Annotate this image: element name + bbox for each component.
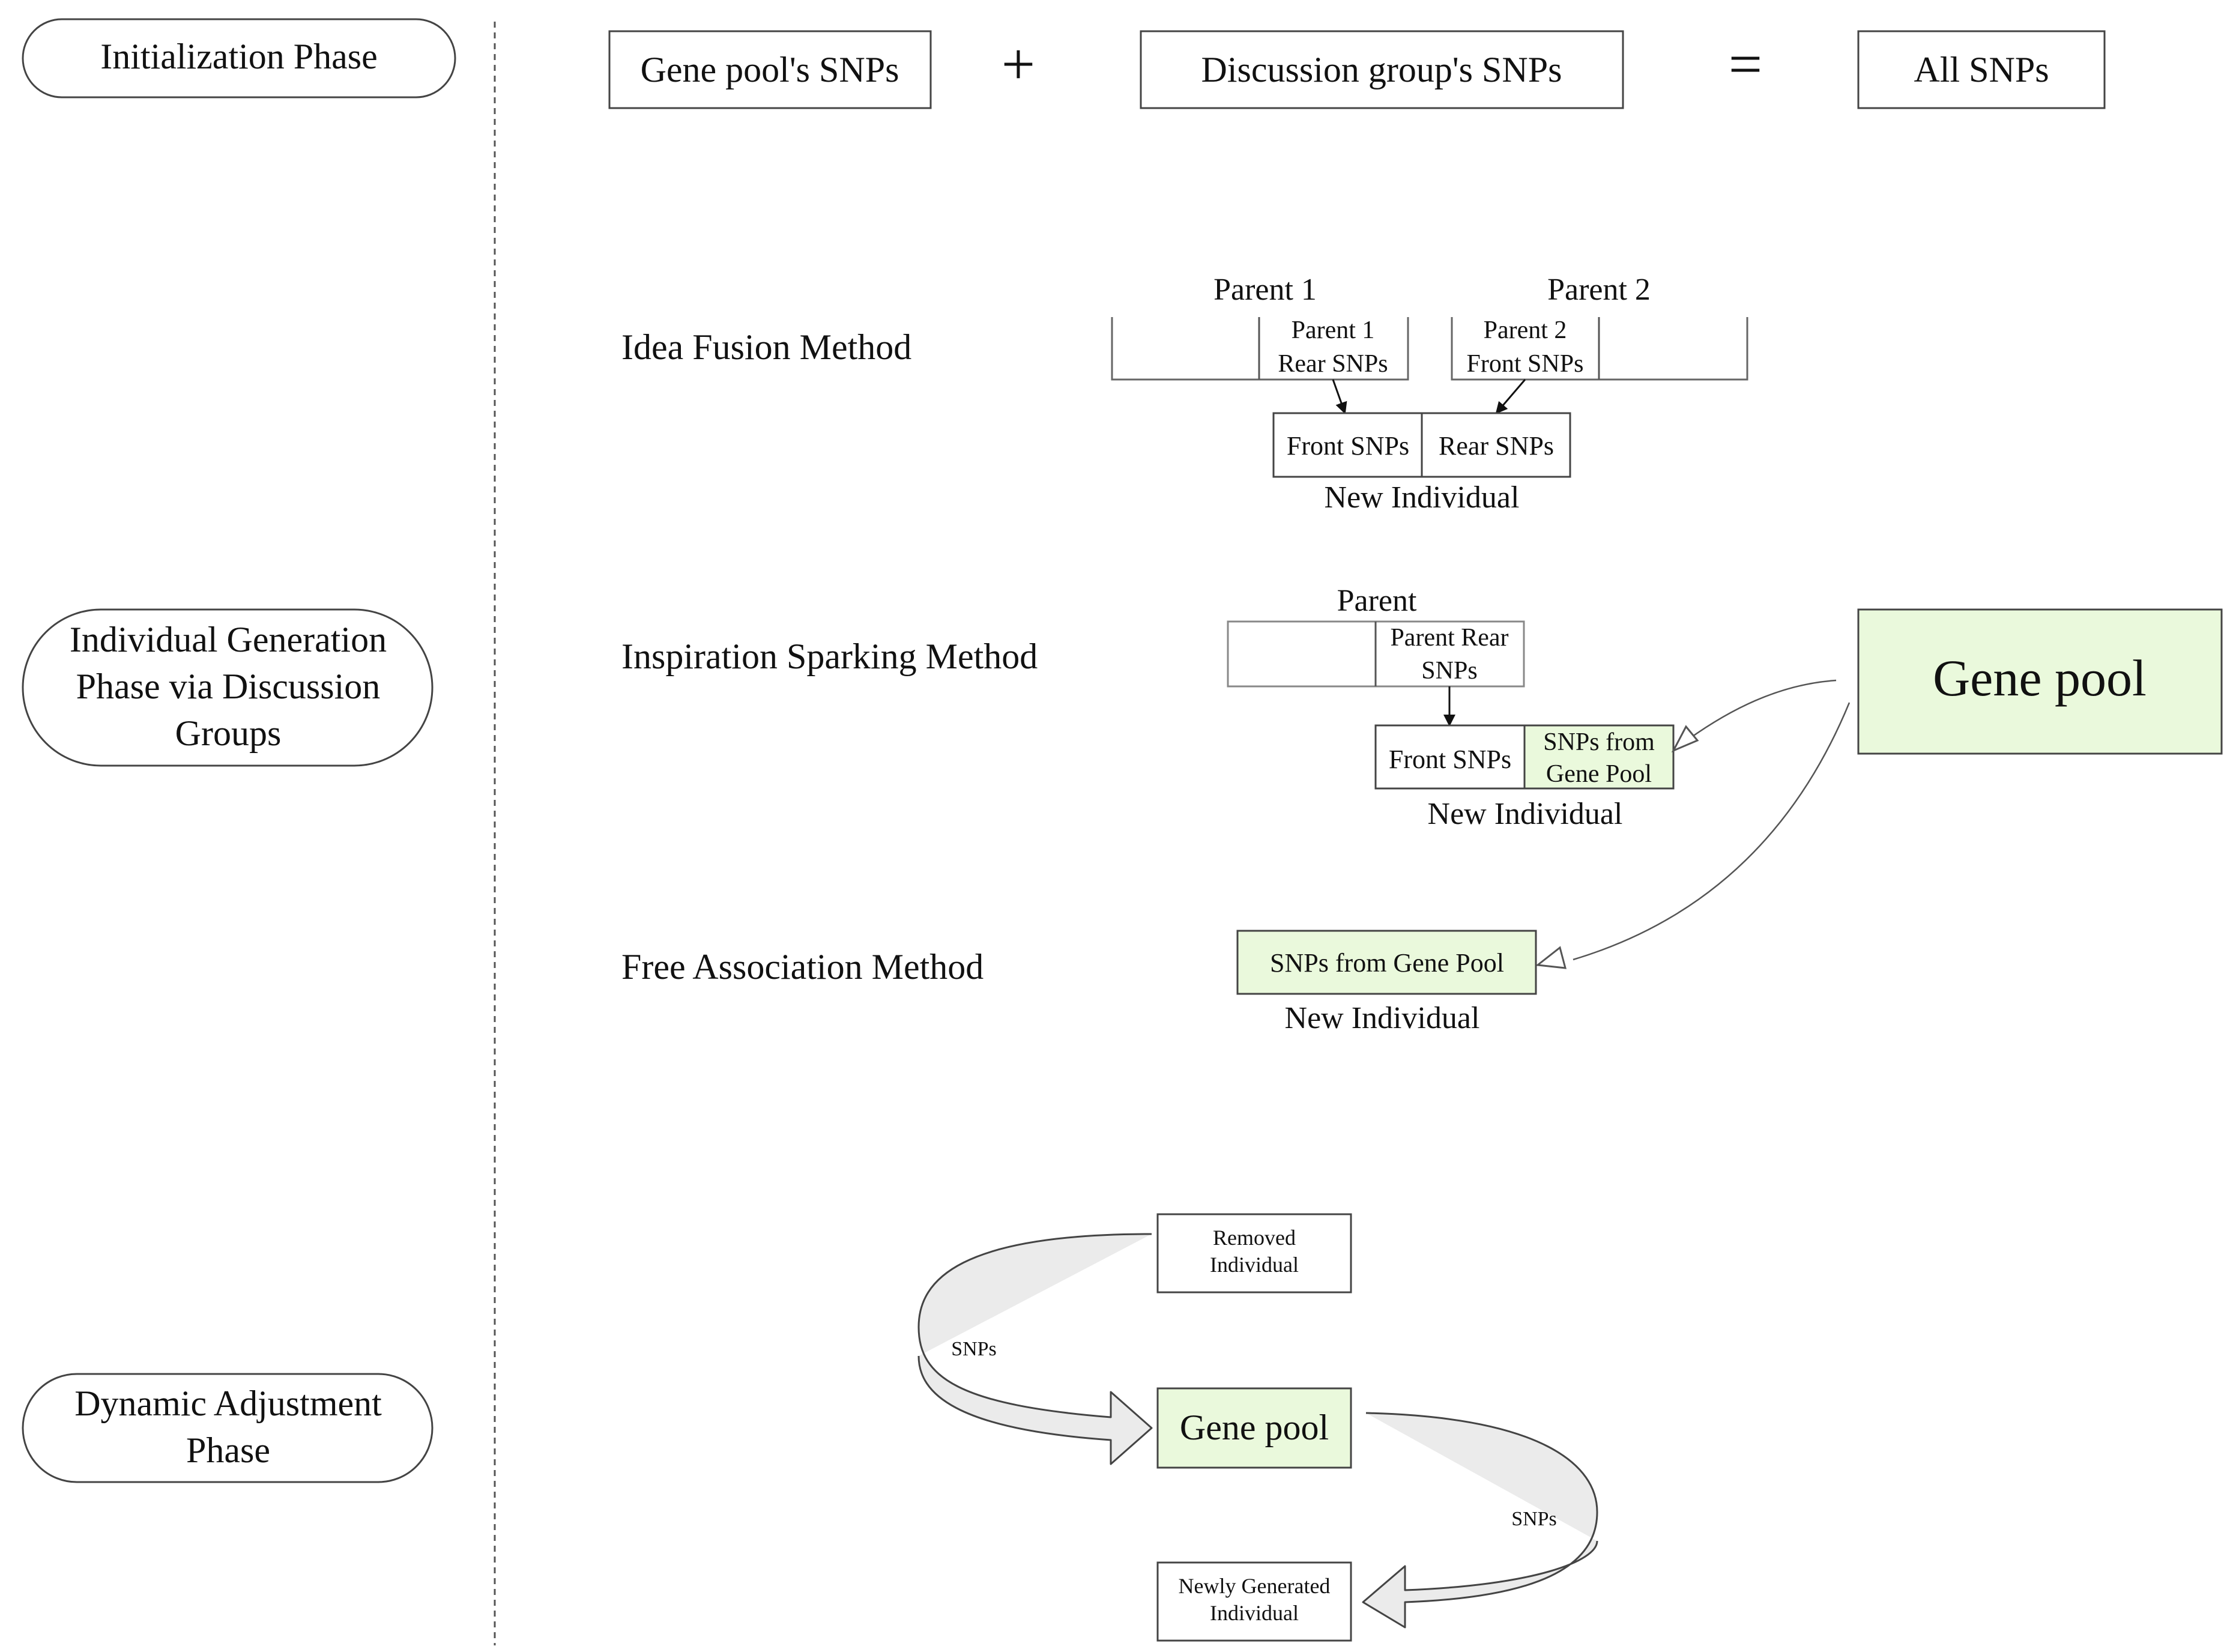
gene-pool-cycle-label: Gene pool [1180,1408,1329,1447]
phase-individual-generation-line-1: Individual Generation [70,620,387,659]
inspiration-front-snps: Front SNPs [1389,745,1511,774]
free-association-method-label: Free Association Method [621,947,984,987]
idea-fusion-rear-snps: Rear SNPs [1439,431,1554,461]
equals-sign: = [1729,31,1762,97]
free-association-pool-snps: SNPs from Gene Pool [1270,948,1504,978]
idea-fusion-method-label: Idea Fusion Method [621,327,911,367]
phase-dynamic-adjustment: Dynamic Adjustment Phase [22,1373,434,1483]
phase-initialization: Initialization Phase [22,18,456,98]
gene-pool-to-inspiration-arrowhead [1671,725,1699,753]
removed-individual-line-2: Individual [1210,1253,1299,1277]
dynamic-adjustment-section: SNPs Removed Individual Gene pool SNPs N… [917,1213,1598,1642]
parent-2-label: Parent 2 [1547,273,1651,307]
gene-pool-label: Gene pool [1933,649,2147,707]
parent-rear-line-1: Parent Rear [1390,624,1508,652]
gene-pool-snps-label: Gene pool's SNPs [641,50,899,89]
phase-dynamic-adjustment-line-2: Phase [186,1430,270,1470]
inspiration-pool-snps-box [1523,724,1675,790]
gene-pool-cycle-box [1156,1387,1352,1469]
parent-2-front-line-1: Parent 2 [1484,316,1567,344]
gene-pool-main: Gene pool [1857,608,2223,755]
parent-1-rear-line-2: Rear SNPs [1278,350,1388,378]
snps-in-label: SNPs [951,1338,997,1360]
parent-2-front-line-2: Front SNPs [1467,350,1584,378]
idea-fusion-new-individual-label: New Individual [1325,480,1520,515]
inspiration-new-individual-label: New Individual [1428,797,1623,831]
phase-dynamic-adjustment-line-1: Dynamic Adjustment [74,1384,382,1423]
inspiration-sparking-section: Inspiration Sparking Method Parent Paren… [621,584,1675,831]
snps-in-arrow [917,1233,1153,1465]
free-association-pool-snps-box [1236,930,1537,995]
inspiration-sparking-method-label: Inspiration Sparking Method [621,637,1038,676]
discussion-group-snps-box [1140,30,1624,109]
inspiration-front-snps-box [1374,724,1526,790]
removed-individual-line-1: Removed [1213,1226,1296,1250]
phase-individual-generation-line-3: Groups [175,713,282,753]
phase-individual-generation: Individual Generation Phase via Discussi… [22,608,434,767]
gene-pool-box [1857,608,2223,755]
idea-fusion-front-snps: Front SNPs [1287,431,1409,461]
idea-fusion-section: Idea Fusion Method Parent 1 Parent 2 Par… [621,273,1748,515]
all-snps-label: All SNPs [1914,50,2049,89]
plus-sign: + [1002,31,1035,97]
inspiration-pool-snps-line-2: Gene Pool [1546,760,1652,788]
phase-individual-generation-line-2: Phase via Discussion [76,667,381,706]
newly-generated-line-1: Newly Generated [1179,1574,1331,1598]
removed-individual-box [1156,1213,1352,1293]
newly-generated-line-2: Individual [1210,1601,1299,1625]
free-association-new-individual-label: New Individual [1285,1001,1480,1035]
free-association-section: Free Association Method SNPs from Gene P… [621,930,1537,1035]
all-snps-box [1857,30,2106,109]
snps-out-arrow [1362,1412,1598,1629]
initialization-equation: Gene pool's SNPs + Discussion group's SN… [608,30,2106,109]
gene-pool-to-inspiration-connector [1679,679,1837,747]
discussion-group-snps-label: Discussion group's SNPs [1201,50,1562,89]
parent-rear-line-2: SNPs [1421,657,1477,685]
idea-fusion-arrow-2 [1495,379,1526,414]
parent-1-label: Parent 1 [1213,273,1317,307]
gene-pool-snps-box [608,30,932,109]
snps-out-label: SNPs [1511,1508,1557,1530]
inspiration-pool-snps-line-1: SNPs from [1543,728,1655,756]
gene-pool-to-free-association-connector [1573,702,1851,961]
parent-label: Parent [1337,584,1417,618]
gene-pool-to-free-association-arrowhead [1535,946,1567,969]
phase-initialization-label: Initialization Phase [100,37,378,76]
idea-fusion-arrow-1 [1332,379,1347,414]
parent-1-rear-line-1: Parent 1 [1292,316,1375,344]
newly-generated-individual-box [1156,1561,1352,1642]
